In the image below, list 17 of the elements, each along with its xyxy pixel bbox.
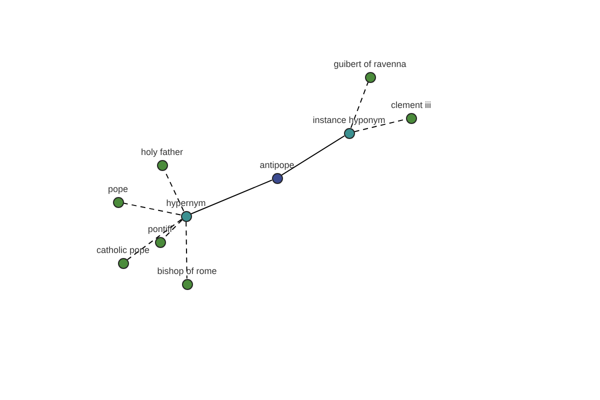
- connector-line: [186, 221, 188, 279]
- connector-line: [350, 82, 369, 128]
- node-label: guibert of ravenna: [334, 58, 406, 70]
- node-label: bishop of rome: [157, 266, 217, 276]
- node-label: pontiff: [148, 224, 172, 234]
- node-label: antipope: [260, 160, 294, 170]
- connector-line: [122, 202, 182, 216]
- connector-line: [126, 218, 182, 260]
- node-label: catholic pope: [96, 244, 150, 256]
- connector-line: [281, 135, 345, 176]
- node-label: instance hyponym: [312, 114, 386, 126]
- node-label: clement iii: [390, 100, 431, 110]
- connector-line: [163, 219, 183, 239]
- node-label: hypernym: [166, 198, 206, 208]
- node-label: holy father: [140, 146, 184, 158]
- node-label: pope: [108, 184, 128, 194]
- connector-line: [190, 180, 272, 214]
